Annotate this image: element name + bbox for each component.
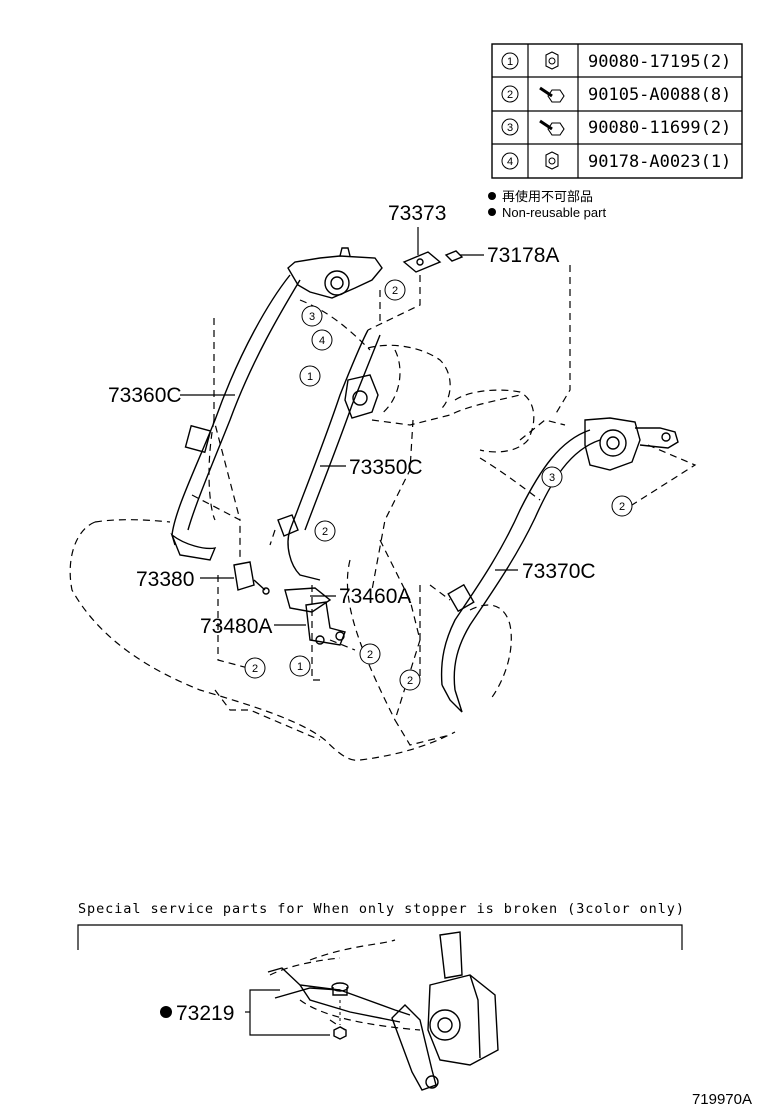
svg-text:1: 1	[297, 661, 303, 673]
legend-jp: 再使用不可部品	[502, 189, 593, 204]
callout-73178A: 73178A	[487, 244, 559, 267]
ref-circle: 2	[611, 495, 633, 517]
bolt-icon	[539, 119, 565, 136]
bolt-icon	[539, 86, 565, 103]
callout-73219: 73219	[176, 1002, 234, 1025]
table-ref: 4	[507, 156, 513, 168]
ref-circle: 2	[244, 657, 266, 679]
ref-circle: 1	[299, 365, 321, 387]
bullet-icon	[488, 208, 496, 216]
svg-text:1: 1	[307, 371, 313, 383]
table-row: 2 90105-A0088(8)	[501, 85, 731, 105]
ref-circle: 4	[311, 329, 333, 351]
legend: 再使用不可部品 Non-reusable part	[488, 189, 606, 220]
legend-en: Non-reusable part	[502, 205, 606, 220]
callouts: 73373 73178A 73360C 73350C 73370C 73380 …	[108, 202, 596, 638]
nut-icon	[545, 151, 559, 170]
table-part-number: 90178-A0023(1)	[588, 152, 731, 172]
fastener-table: 1 90080-17195(2) 2 90105-A0088(8) 3	[491, 43, 743, 179]
center-belt-73350C	[277, 329, 381, 581]
svg-text:2: 2	[367, 649, 373, 661]
special-caption: Special service parts for When only stop…	[78, 901, 684, 917]
callout-73380: 73380	[136, 568, 194, 591]
table-ref: 3	[507, 122, 513, 134]
svg-text:2: 2	[392, 285, 398, 297]
callout-73373: 73373	[388, 202, 446, 225]
table-ref: 2	[507, 89, 513, 101]
ref-circle: 2	[314, 520, 336, 542]
svg-text:2: 2	[407, 675, 413, 687]
ref-circle: 3	[301, 305, 323, 327]
left-belt-73360C	[170, 247, 383, 561]
callout-73350C: 73350C	[349, 456, 423, 479]
svg-text:2: 2	[322, 526, 328, 538]
callout-73460A: 73460A	[339, 585, 411, 608]
special-service-section: Special service parts for When only stop…	[77, 901, 684, 1091]
bullet-icon	[160, 1006, 172, 1018]
ref-circle: 2	[359, 643, 381, 665]
table-part-number: 90105-A0088(8)	[588, 85, 731, 105]
nut-icon	[545, 51, 559, 70]
table-row: 1 90080-17195(2)	[501, 51, 731, 72]
seat-outline	[69, 265, 697, 761]
figure-id: 719970A	[692, 1091, 752, 1108]
table-row: 3 90080-11699(2)	[501, 118, 731, 138]
bullet-icon	[488, 192, 496, 200]
ref-circle: 1	[289, 655, 311, 677]
svg-text:3: 3	[309, 311, 315, 323]
right-belt-73370C	[440, 417, 679, 713]
callout-73360C: 73360C	[108, 384, 182, 407]
buckle-73380	[233, 561, 270, 595]
clip-73373	[402, 251, 442, 273]
table-row: 4 90178-A0023(1)	[501, 151, 731, 172]
ref-circle: 2	[384, 279, 406, 301]
callout-73370C: 73370C	[522, 560, 596, 583]
ref-circle: 3	[541, 466, 563, 488]
circled-refs: 2 3 4 1 3 2 2 2 1 2 2	[244, 279, 633, 691]
table-ref: 1	[507, 56, 513, 68]
ref-circle: 2	[399, 669, 421, 691]
callout-73480A: 73480A	[200, 615, 272, 638]
leader-lines	[180, 227, 518, 1013]
table-part-number: 90080-11699(2)	[588, 118, 731, 138]
buckle-73460A	[284, 587, 332, 613]
svg-text:3: 3	[549, 472, 555, 484]
buckle-73480A	[305, 601, 346, 646]
svg-text:4: 4	[319, 335, 325, 347]
svg-text:2: 2	[252, 663, 258, 675]
cap-73178A	[444, 250, 464, 262]
table-part-number: 90080-17195(2)	[588, 52, 731, 72]
svg-text:2: 2	[619, 501, 625, 513]
